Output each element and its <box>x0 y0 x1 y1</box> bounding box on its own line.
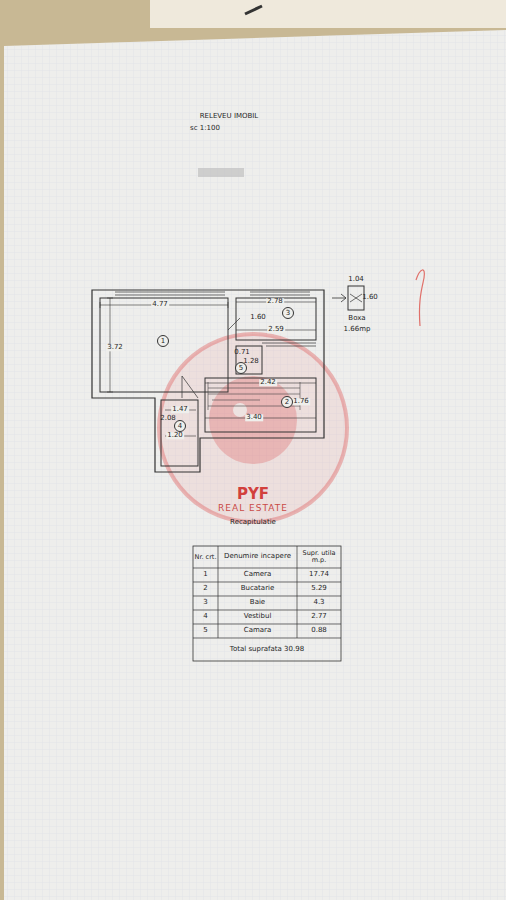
table-cell: Vestibul <box>244 613 272 620</box>
room-4-wall <box>161 400 198 466</box>
room-number-circle: 3 <box>282 307 294 319</box>
watermark-text: REAL ESTATE <box>218 504 288 513</box>
table-cell: 2 <box>203 585 207 592</box>
table-cell: 2.77 <box>311 613 327 620</box>
table-cell: 1 <box>203 571 207 578</box>
red-pen-mark <box>416 270 424 326</box>
room-2-wall <box>205 378 316 432</box>
dimension: 1.20 <box>166 432 184 439</box>
room-number-circle: 5 <box>235 362 247 374</box>
stamp-smudge <box>198 168 244 177</box>
table-cell: 5.29 <box>311 585 327 592</box>
dimension: 3.40 <box>245 414 263 421</box>
dimension: 1.60 <box>250 314 266 321</box>
room-number-circle: 2 <box>281 396 293 408</box>
dimension: 2.59 <box>267 326 285 333</box>
table-cell: 0.88 <box>311 627 327 634</box>
table-cell: 17.74 <box>309 571 329 578</box>
boxa-cross <box>350 294 362 302</box>
paper-sheet <box>4 30 506 900</box>
dimension: 1.60 <box>362 294 378 301</box>
table-frame <box>193 546 341 661</box>
dimension: 2.42 <box>259 379 277 386</box>
table-grid <box>193 546 341 638</box>
room-number: 1 <box>161 338 165 345</box>
room-number: 4 <box>178 423 182 430</box>
storage-name: Boxa <box>348 315 365 322</box>
scale-note: sc 1:100 <box>190 125 220 132</box>
table-cell: Camara <box>244 627 271 634</box>
dimension: 1.76 <box>292 398 310 405</box>
table-header: Denumire incapere <box>220 553 296 560</box>
table-total: Total suprafata 30.98 <box>230 646 304 653</box>
room-number: 5 <box>239 365 243 372</box>
recap-heading: Recapitulatie <box>230 519 276 526</box>
room-number: 3 <box>286 310 290 317</box>
watermark-ring <box>159 334 347 522</box>
watermark-mascot <box>209 376 297 464</box>
room-number: 2 <box>285 399 289 406</box>
room-number-circle: 1 <box>157 335 169 347</box>
dimension: 1.04 <box>348 276 364 283</box>
outer-wall <box>92 290 324 472</box>
dimension: 2.78 <box>266 298 284 305</box>
watermark-logo: PYF <box>237 487 269 503</box>
table-header: Supr. utila m.p. <box>298 550 340 564</box>
paper-grid <box>4 30 506 900</box>
table-cell: Camera <box>244 571 271 578</box>
dimension: 0.71 <box>234 349 250 356</box>
dim-line <box>100 302 228 308</box>
pen-mark <box>245 6 262 14</box>
table-cell: Bucatarie <box>241 585 275 592</box>
table-cell: 5 <box>203 627 207 634</box>
table-cell: Baie <box>250 599 265 606</box>
dim-line <box>205 383 316 418</box>
dimension: 2.08 <box>160 415 176 422</box>
boxa-outline <box>348 286 364 310</box>
table-cell: 3 <box>203 599 207 606</box>
table-cell: 4 <box>203 613 207 620</box>
plan-title: RELEVEU IMOBIL <box>200 113 259 120</box>
pointer-arrow <box>332 294 346 302</box>
kitchen-counter <box>208 382 300 410</box>
dimension: 3.72 <box>106 344 124 351</box>
room-3-wall <box>236 298 316 340</box>
dimension: 4.77 <box>151 301 169 308</box>
dimension: 1.47 <box>171 406 189 413</box>
storage-area: 1.66mp <box>344 326 371 333</box>
window-marks <box>115 292 310 295</box>
table-header: Nr. crt. <box>194 554 218 561</box>
table-cell: 4.3 <box>313 599 324 606</box>
paper-edge <box>150 0 506 28</box>
room-number-circle: 4 <box>174 420 186 432</box>
